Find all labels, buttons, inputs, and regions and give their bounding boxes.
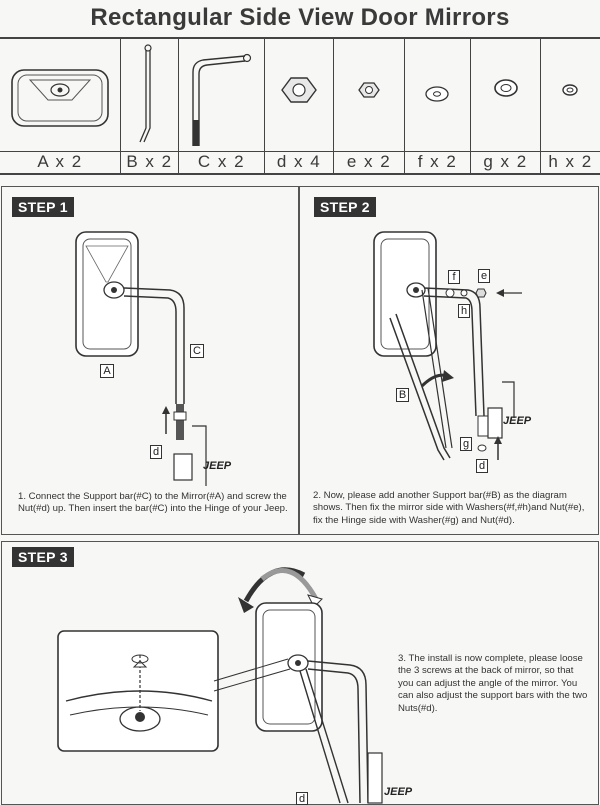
part-d-label: d x 4: [276, 152, 322, 171]
step-2-callout-f: f: [448, 270, 460, 284]
step-1-instructions: 1. Connect the Support bar(#C) to the Mi…: [18, 491, 288, 515]
step-1-brand-label: JEEP: [203, 460, 232, 472]
step-1-badge: STEP 1: [12, 197, 74, 217]
part-g-label: g x 2: [483, 152, 528, 171]
page-title: Rectangular Side View Door Mirrors: [90, 4, 510, 31]
part-e-nut-icon: [358, 82, 380, 98]
part-c-label: C x 2: [197, 152, 246, 171]
part-f-label: f x 2: [417, 152, 458, 171]
step-2-callout-g: g: [460, 437, 472, 451]
step-3-instructions: 3. The install is now complete, please l…: [398, 653, 588, 714]
part-b-bar-icon: [139, 44, 152, 143]
step-2-callout-e: e: [478, 269, 490, 283]
step-2-diagram: [373, 231, 522, 461]
part-h-spring-washer-icon: [562, 84, 578, 96]
part-h-label: h x 2: [548, 152, 593, 171]
step-1-callout-c: C: [190, 344, 204, 358]
step-3-brand-label: JEEP: [384, 786, 413, 798]
step-1-diagram: [75, 231, 207, 486]
step-2-callout-d: d: [476, 459, 488, 473]
step-2-badge: STEP 2: [314, 197, 376, 217]
part-a-label: A x 2: [37, 152, 83, 171]
step-3-callout-d: d: [296, 792, 308, 805]
step-2-callout-h: h: [458, 304, 470, 318]
part-f-washer-icon: [425, 86, 449, 102]
part-e-label: e x 2: [346, 152, 392, 171]
part-b-label: B x 2: [126, 152, 173, 171]
step-2-panel: [298, 186, 599, 535]
step-1-callout-a: A: [100, 364, 114, 378]
step-2-instructions: 2. Now, please add another Support bar(#…: [313, 490, 585, 526]
part-d-nut-icon: [281, 77, 317, 103]
part-a-mirror-icon: [11, 69, 109, 127]
step-2-brand-label: JEEP: [503, 415, 532, 427]
step-3-diagram: [57, 567, 383, 804]
step-1-callout-d: d: [150, 445, 162, 459]
step-1-panel: [1, 186, 300, 535]
part-c-bar-icon: [192, 53, 252, 146]
step-2-callout-b: B: [396, 388, 409, 402]
part-g-spring-washer-icon: [494, 79, 518, 97]
step-3-badge: STEP 3: [12, 547, 74, 567]
